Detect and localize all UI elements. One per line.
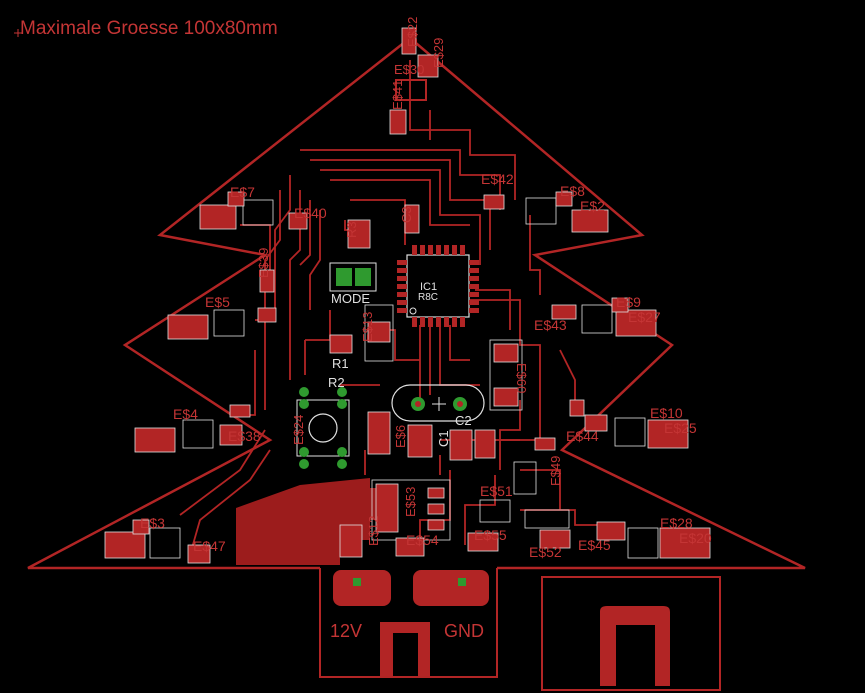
label-e39: E$39 bbox=[256, 248, 271, 278]
label-e45: E$45 bbox=[578, 537, 611, 553]
label-e54: E$54 bbox=[406, 532, 439, 548]
label-e44: E$44 bbox=[566, 428, 599, 444]
label-e2: E$2 bbox=[580, 198, 605, 214]
label-e55: E$55 bbox=[474, 527, 507, 543]
push-button-e24 bbox=[296, 387, 350, 469]
label-gnd: GND bbox=[444, 621, 484, 641]
board-title: Maximale Groesse 100x80mm bbox=[20, 18, 278, 39]
label-e5: E$5 bbox=[205, 294, 230, 310]
label-r1: R1 bbox=[332, 356, 349, 371]
label-mode: MODE bbox=[331, 291, 370, 306]
label-e7: E$7 bbox=[230, 184, 255, 200]
label-e10: E$10 bbox=[650, 405, 683, 421]
label-e27: E$27 bbox=[628, 309, 661, 325]
crystal-oscillator bbox=[391, 384, 485, 422]
label-c3: C3 bbox=[399, 206, 414, 223]
label-e4: E$4 bbox=[173, 406, 198, 422]
smd-components bbox=[104, 27, 711, 564]
label-e6: E$6 bbox=[393, 425, 408, 448]
label-e43: E$43 bbox=[534, 317, 567, 333]
label-e41: E$41 bbox=[390, 80, 405, 110]
label-e30: E$30 bbox=[394, 62, 424, 77]
label-12v: 12V bbox=[330, 621, 362, 641]
label-e24: E$24 bbox=[291, 415, 306, 445]
label-e52: E$52 bbox=[529, 544, 562, 560]
mode-jumper bbox=[329, 262, 377, 292]
label-e22: E$22 bbox=[405, 17, 420, 47]
connector-outline bbox=[541, 576, 721, 691]
power-connector bbox=[333, 570, 670, 686]
label-ic1: IC1 bbox=[420, 281, 437, 293]
label-e60: E$60 bbox=[514, 363, 529, 393]
ic1-microcontroller bbox=[397, 245, 479, 327]
label-e9: E$9 bbox=[616, 294, 641, 310]
label-e51: E$51 bbox=[480, 483, 513, 499]
label-e29: E$29 bbox=[431, 38, 446, 68]
label-e49: E$49 bbox=[548, 456, 563, 486]
label-e47: E$47 bbox=[193, 538, 226, 554]
label-e13: E$13 bbox=[360, 312, 375, 342]
label-e38: E$38 bbox=[228, 428, 261, 444]
label-c2: C2 bbox=[455, 413, 472, 428]
trunk-outline bbox=[319, 568, 498, 678]
label-e12: E$12 bbox=[366, 516, 381, 546]
label-e20: E$20 bbox=[679, 530, 712, 546]
label-r2: R2 bbox=[328, 375, 345, 390]
label-e8: E$8 bbox=[560, 183, 585, 199]
label-e42: E$42 bbox=[481, 171, 514, 187]
label-r3: R3 bbox=[344, 221, 359, 238]
label-ic1-part: R8C bbox=[418, 292, 438, 303]
label-c1: C1 bbox=[436, 430, 451, 447]
label-e40: E$40 bbox=[294, 205, 327, 221]
label-e25: E$25 bbox=[664, 420, 697, 436]
label-e28: E$28 bbox=[660, 515, 693, 531]
label-e53: E$53 bbox=[403, 487, 418, 517]
label-e3: E$3 bbox=[140, 515, 165, 531]
